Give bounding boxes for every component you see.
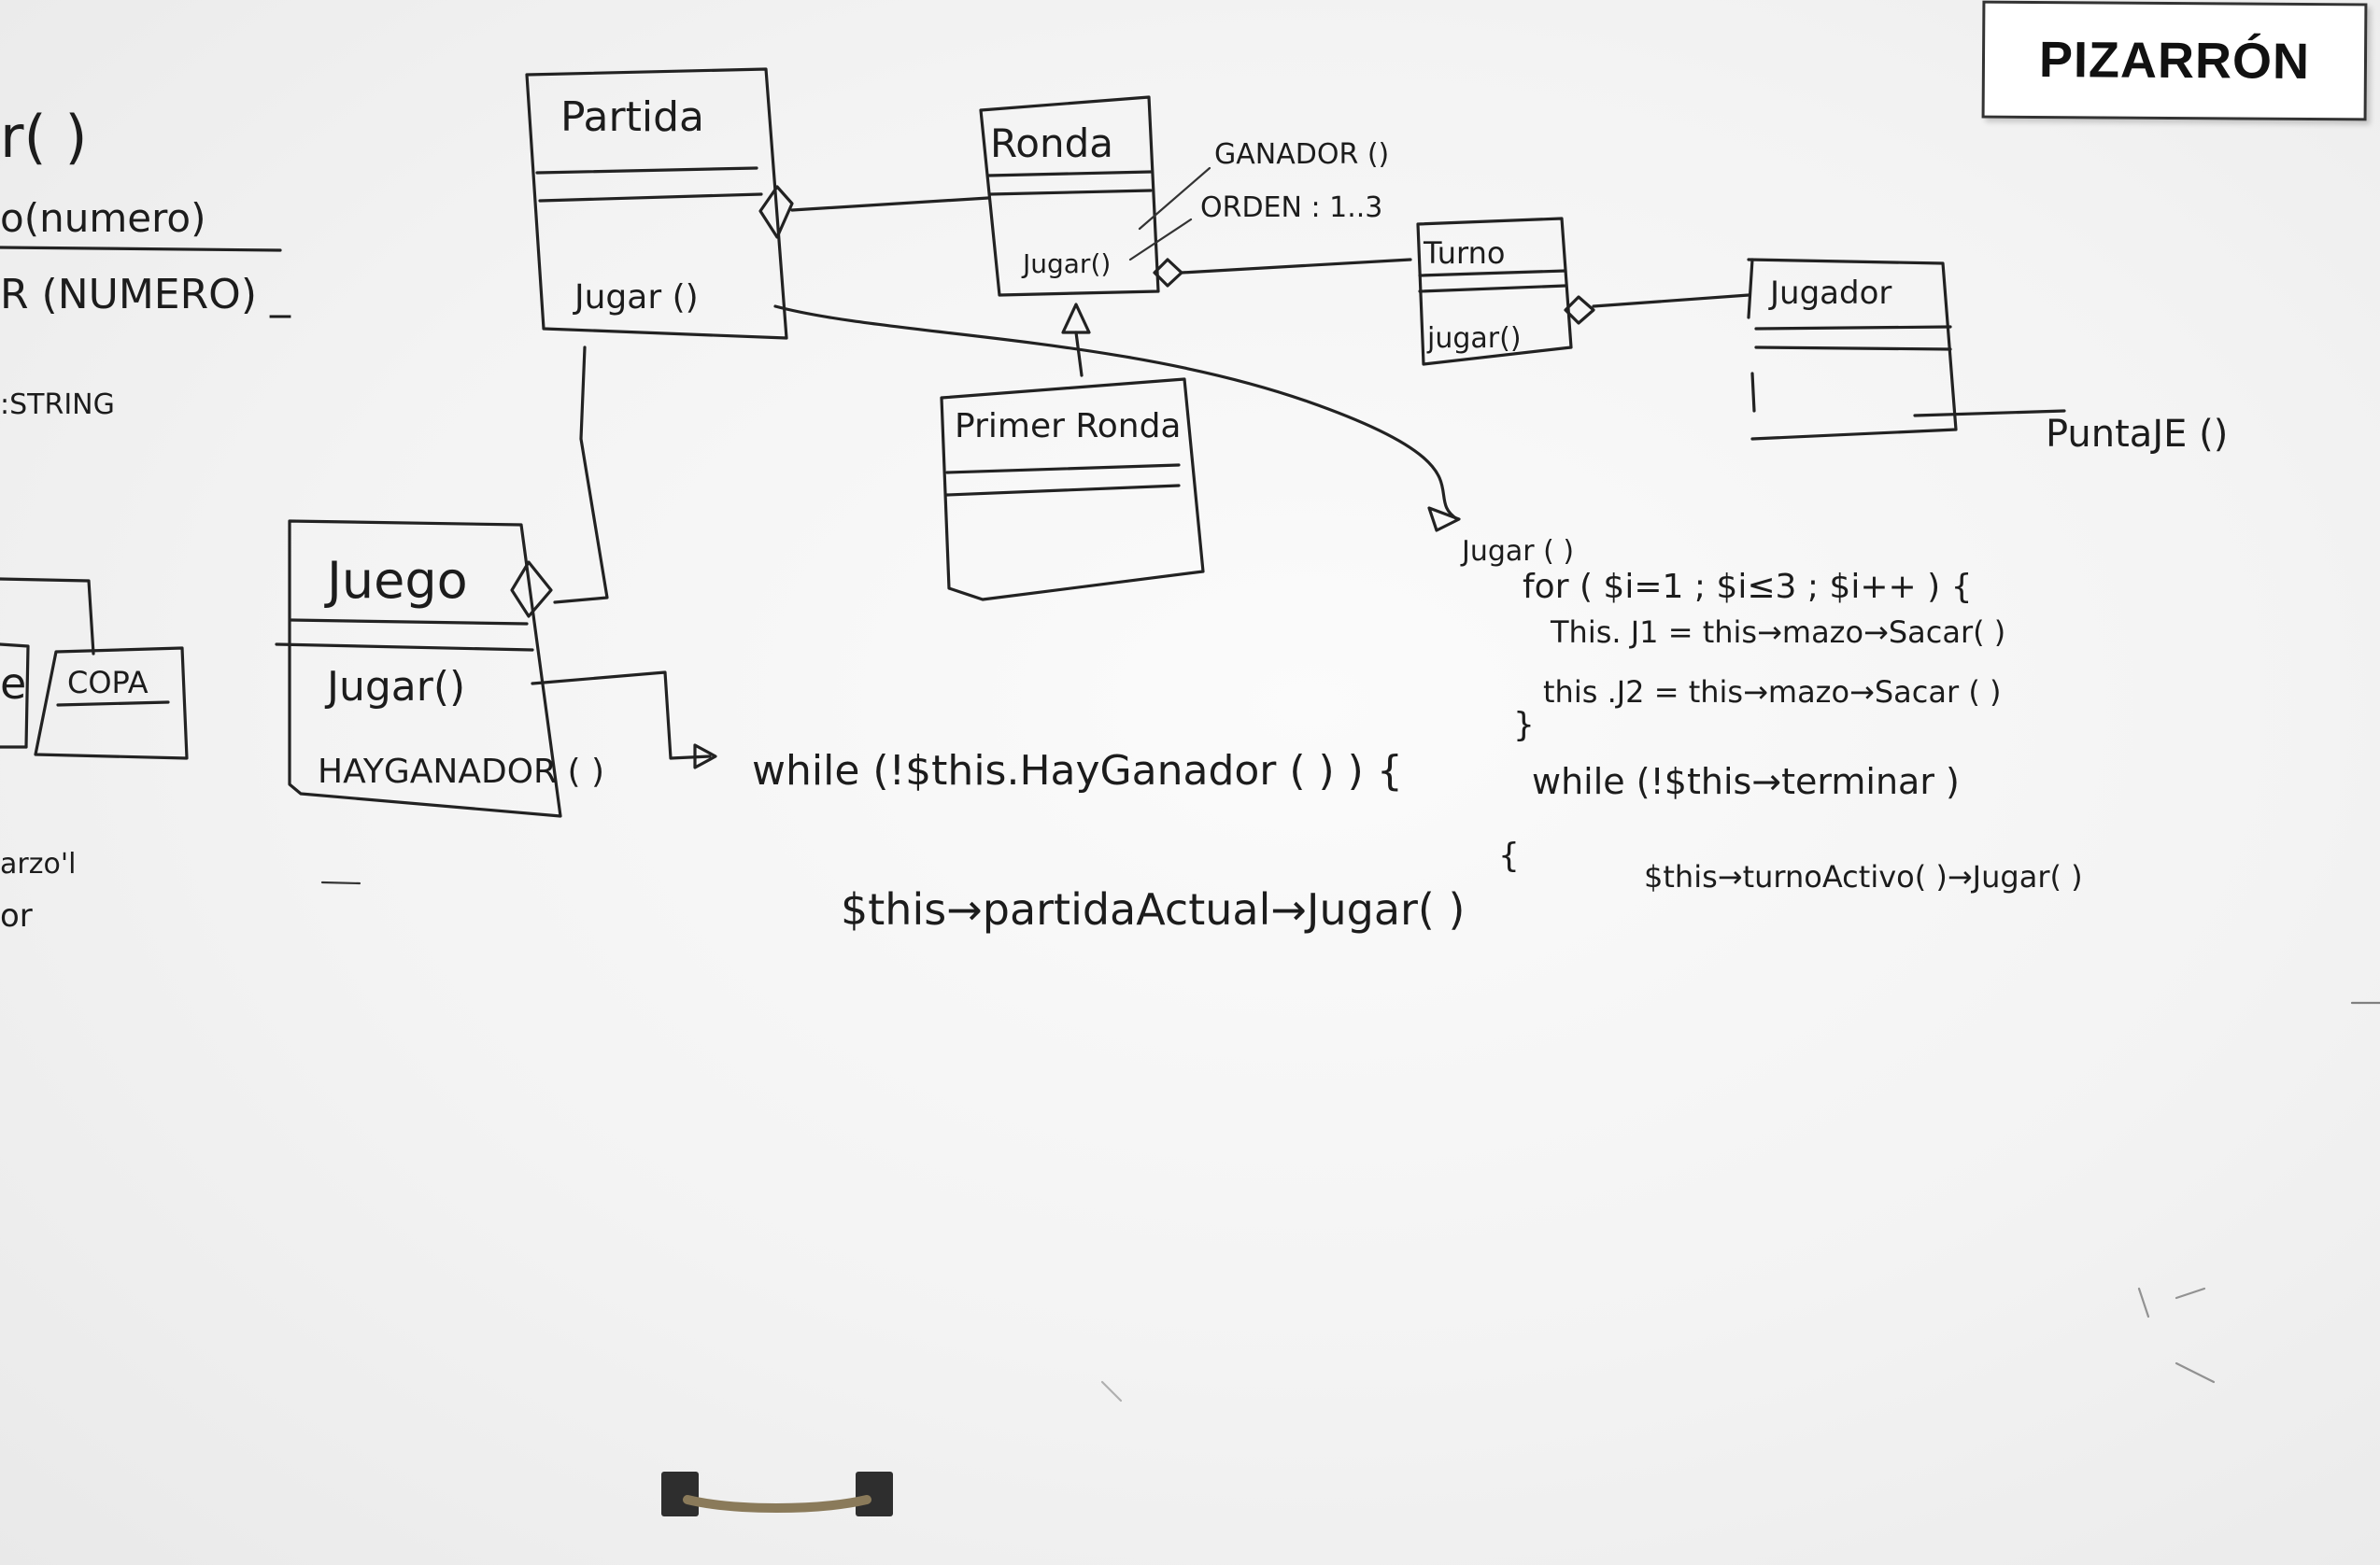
code-ronda: Jugar ( ) for ( $i=1 ; $i≤3 ; $i++ ) { T… [1460, 535, 2083, 895]
class-ronda: Ronda Jugar() [979, 95, 1160, 297]
code-juego-line-1: while (!$this.HayGanador ( ) ) { [752, 747, 1403, 795]
class-ronda-name: Ronda [990, 120, 1113, 166]
class-partida-name: Partida [560, 93, 704, 141]
code-ronda-line-3: This. J1 = this→mazo→Sacar( ) [1550, 614, 2005, 650]
annotation-ganador: GANADOR () [1214, 138, 1389, 171]
class-ronda-method: Jugar() [1021, 248, 1111, 279]
class-partida: Partida Jugar () [525, 67, 788, 340]
class-turno: Turno jugar() [1416, 217, 1573, 366]
class-juego-name: Juego [324, 551, 468, 610]
class-copa: COPA [34, 646, 189, 760]
board-marks [1100, 1001, 2380, 1403]
ronda-annotations: GANADOR () ORDEN : 1..3 [1128, 138, 1389, 261]
class-primer-ronda: Primer Ronda [940, 377, 1205, 601]
class-copa-name: COPA [67, 665, 149, 700]
class-turno-name: Turno [1423, 235, 1505, 271]
code-ronda-line-4: this .J2 = this→mazo→Sacar ( ) [1543, 674, 2001, 710]
class-jugador: Jugador PuntaJE () [1747, 258, 2228, 456]
left-fragment-6: arzo'l [0, 848, 76, 881]
code-ronda-line-2: for ( $i=1 ; $i≤3 ; $i++ ) { [1523, 568, 1972, 606]
left-fragment-4: :STRING [0, 388, 115, 421]
pizarron-sign: PIZARRÓN [1981, 0, 2368, 121]
left-fragment-3: R (NUMERO) _ [0, 271, 291, 318]
class-jugador-name: Jugador [1768, 275, 1891, 312]
left-fragments: r( ) o(numero) R (NUMERO) _ :STRING e ar… [0, 103, 361, 935]
class-primer-ronda-name: Primer Ronda [955, 407, 1182, 445]
class-juego-method-2: HAYGANADOR ( ) [318, 753, 604, 791]
relationships [510, 185, 1750, 769]
marker-tray-handle [659, 1468, 895, 1520]
class-turno-method: jugar() [1426, 322, 1522, 355]
annotation-orden: ORDEN : 1..3 [1200, 191, 1382, 224]
left-fragment-2: o(numero) [0, 195, 206, 241]
class-juego-method-1: Jugar() [324, 663, 465, 711]
code-juego-line-2: $this→partidaActual→Jugar( ) [841, 884, 1465, 935]
code-ronda-line-8: $this→turnoActivo( )→Jugar( ) [1644, 859, 2083, 895]
code-ronda-line-7: { [1498, 837, 1520, 875]
left-fragment-7: or [0, 897, 33, 935]
pizarron-sign-text: PIZARRÓN [2038, 31, 2311, 91]
code-ronda-line-6: while (!$this→terminar ) [1532, 761, 1960, 802]
class-partida-method: Jugar () [573, 278, 699, 317]
annotation-puntaje: PuntaJE () [2046, 413, 2228, 456]
left-fragment-5: e [0, 658, 26, 709]
code-juego: while (!$this.HayGanador ( ) ) { $this→p… [752, 747, 1465, 935]
class-juego: Juego Jugar() HAYGANADOR ( ) [275, 519, 604, 818]
code-ronda-line-1: Jugar ( ) [1460, 535, 1574, 568]
left-fragment-1: r( ) [0, 103, 88, 171]
code-ronda-line-5: } [1513, 706, 1535, 744]
